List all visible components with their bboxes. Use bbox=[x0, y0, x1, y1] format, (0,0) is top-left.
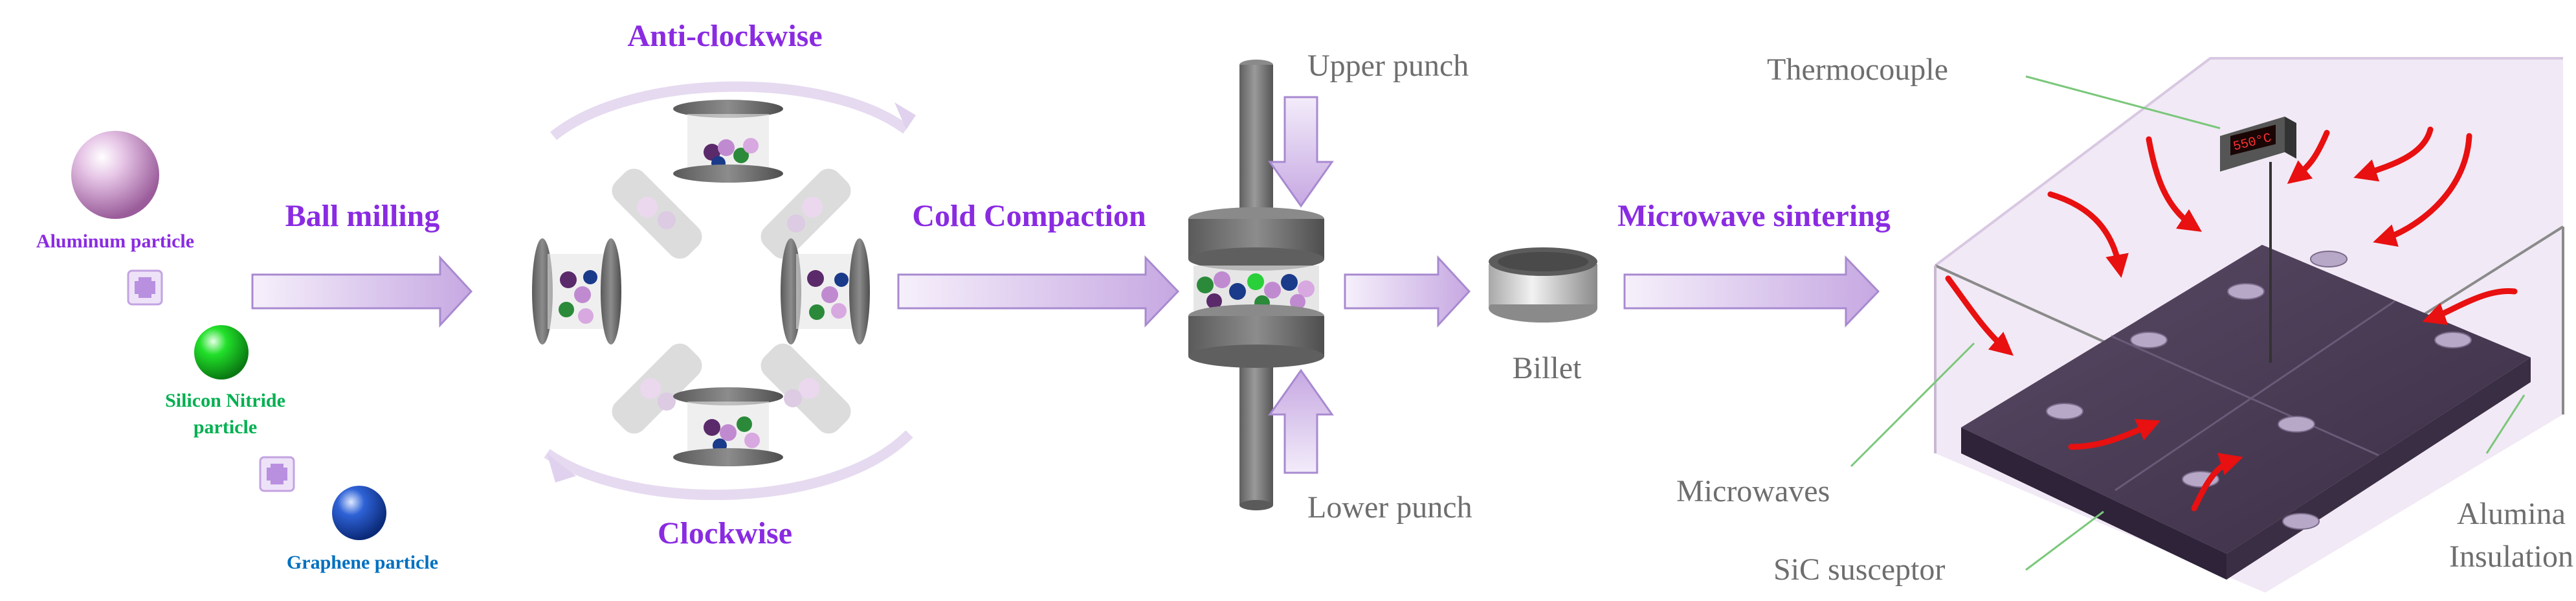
upper-punch-arrow bbox=[1268, 96, 1334, 208]
lower-punch-label: Lower punch bbox=[1307, 490, 1472, 525]
anti-clockwise-label: Anti-clockwise bbox=[627, 19, 823, 53]
billet-label: Billet bbox=[1512, 351, 1582, 385]
ball-milling-label: Ball milling bbox=[285, 199, 440, 233]
microwave-sintering-arrow bbox=[1623, 255, 1880, 328]
silicon-nitride-particle-sphere bbox=[194, 325, 249, 380]
aluminum-particle-label: Aluminum particle bbox=[36, 231, 195, 252]
lower-punch-arrow bbox=[1268, 369, 1334, 474]
microwave-sintering-label: Microwave sintering bbox=[1617, 199, 1891, 233]
alumina-insulation-leader-line bbox=[2485, 394, 2526, 454]
sic-susceptor-leader-line bbox=[2025, 510, 2104, 571]
alumina-label-line1: Alumina bbox=[2457, 497, 2566, 531]
cold-compaction-label: Cold Compaction bbox=[912, 199, 1146, 233]
plus-icon bbox=[259, 456, 295, 492]
aluminum-particle-sphere bbox=[71, 131, 159, 219]
clockwise-arc bbox=[544, 430, 913, 501]
graphene-particle-label: Graphene particle bbox=[286, 552, 439, 573]
thermocouple-label: Thermocouple bbox=[1767, 52, 1948, 87]
silicon-nitride-label-line2: particle bbox=[193, 416, 258, 438]
cold-press-illustration bbox=[1188, 60, 1334, 510]
ball-milling-arrow bbox=[251, 255, 473, 328]
thermocouple-leader-line bbox=[2025, 75, 2221, 130]
graphene-particle-sphere bbox=[332, 486, 386, 540]
plus-icon bbox=[127, 269, 163, 306]
silicon-nitride-label-line1: Silicon Nitride bbox=[165, 390, 285, 411]
billet-illustration bbox=[1489, 247, 1597, 323]
microwave-furnace-illustration: 550°C bbox=[1850, 57, 2564, 593]
clockwise-label: Clockwise bbox=[658, 516, 792, 550]
ball-mill-illustration bbox=[532, 81, 916, 501]
upper-punch-label: Upper punch bbox=[1307, 49, 1469, 83]
microwaves-leader-line bbox=[1850, 342, 1975, 468]
microwaves-label: Microwaves bbox=[1676, 474, 1830, 508]
cold-compaction-arrow bbox=[897, 255, 1180, 328]
sic-susceptor-label: SiC susceptor bbox=[1773, 552, 1946, 587]
alumina-label-line2: Insulation bbox=[2449, 539, 2573, 574]
billet-arrow bbox=[1344, 255, 1471, 328]
anti-clockwise-arc bbox=[550, 81, 909, 141]
